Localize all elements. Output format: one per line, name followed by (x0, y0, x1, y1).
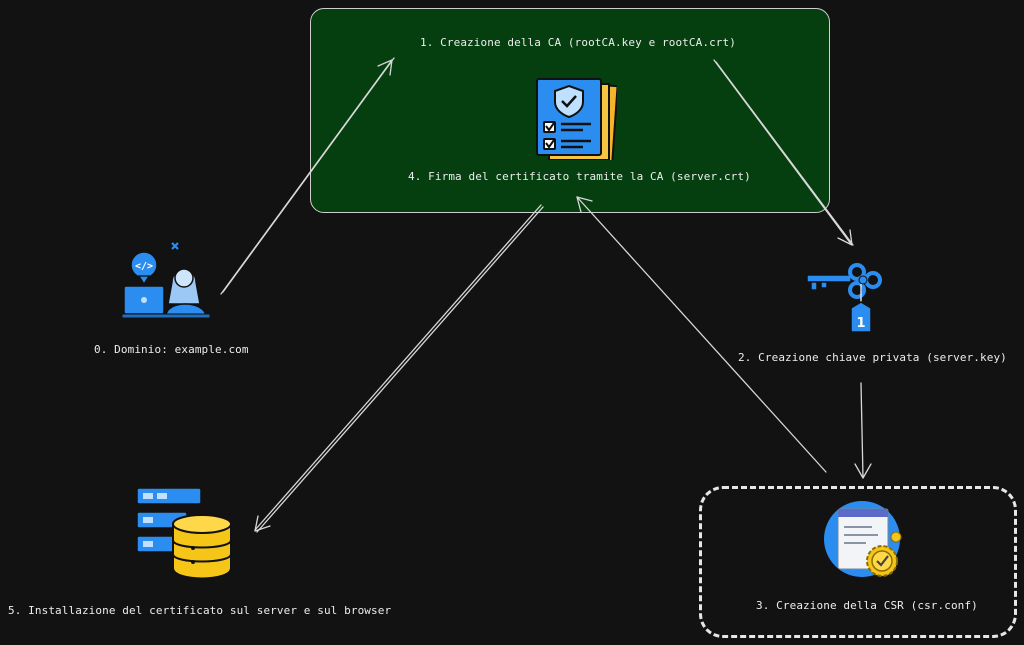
step3-label: 3. Creazione della CSR (csr.conf) (756, 599, 978, 612)
certificate-checklist-icon (536, 78, 617, 160)
arrow-step2-to-step3 (854, 382, 872, 479)
arrow-step0-to-step1 (220, 57, 395, 295)
arrow-step4-to-step5 (254, 204, 544, 533)
private-key-icon: 1 (806, 263, 882, 333)
step2-label: 2. Creazione chiave privata (server.key) (738, 351, 1007, 364)
step0-label: 0. Dominio: example.com (94, 343, 249, 356)
server-database-icon (136, 487, 232, 580)
arrow-step3-to-step4 (576, 196, 827, 473)
csr-group-box (699, 486, 1017, 638)
csr-document-icon (824, 501, 902, 577)
step1-label: 1. Creazione della CA (rootCA.key e root… (420, 36, 736, 49)
developer-laptop-icon: </> (122, 242, 211, 319)
step5-label: 5. Installazione del certificato sul ser… (8, 604, 392, 617)
svg-text:1: 1 (856, 316, 865, 331)
svg-text:</>: </> (135, 261, 153, 272)
arrow-step1-to-step2 (713, 59, 854, 246)
step4-label: 4. Firma del certificato tramite la CA (… (408, 170, 751, 183)
